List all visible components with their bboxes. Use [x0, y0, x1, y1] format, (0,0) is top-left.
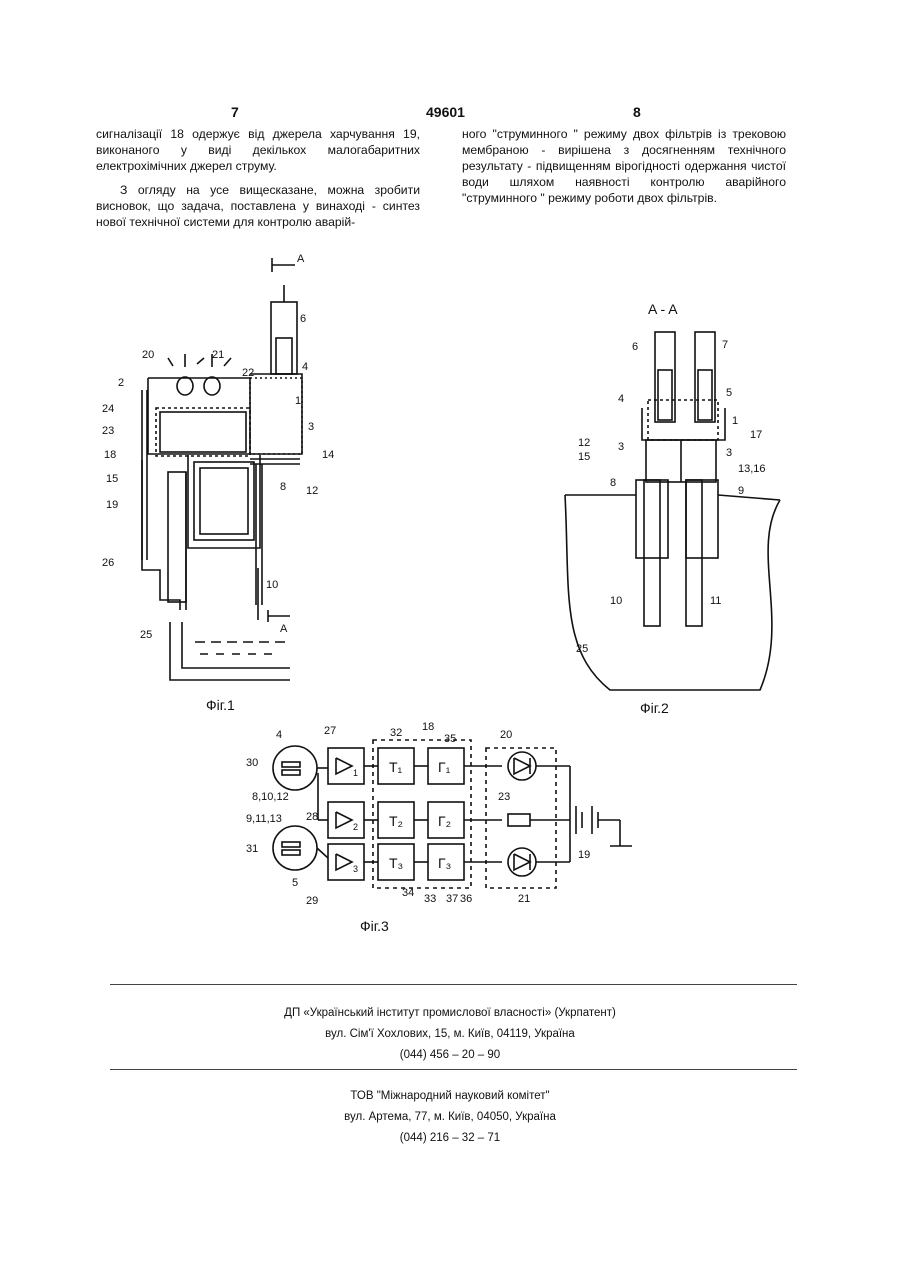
fig3-label: 9,11,13 — [246, 813, 282, 825]
fig1-label: 23 — [102, 425, 114, 437]
timer-label: T₂ — [389, 813, 403, 829]
fig3-label: 36 — [460, 893, 472, 905]
figure-3-caption: Фіг.3 — [360, 918, 389, 934]
fig2-label: 3 — [618, 441, 624, 453]
fig3-label: 19 — [578, 849, 590, 861]
fig2-label: 12 — [578, 437, 590, 449]
fig1-label: 26 — [102, 557, 114, 569]
amp-label: 2 — [353, 822, 358, 832]
section-title: A - A — [648, 301, 678, 317]
fig1-label: 3 — [308, 421, 314, 433]
fig1-label: 2 — [118, 377, 124, 389]
fig2-label: 15 — [578, 451, 590, 463]
amp-label: 3 — [353, 864, 358, 874]
text-column-right: ного "струминного " режиму двох фільтрів… — [462, 126, 786, 206]
fig2-label: 10 — [610, 595, 622, 607]
fig1-label: 14 — [322, 449, 334, 461]
fig2-label: 8 — [610, 477, 616, 489]
fig2-label: 3 — [726, 447, 732, 459]
fig1-label: 21 — [212, 349, 224, 361]
paragraph: З огляду на усе вищесказане, можна зроби… — [96, 182, 420, 230]
fig1-label: 18 — [104, 449, 116, 461]
fig1-label: 15 — [106, 473, 118, 485]
figure-1-drawing: A 6 20 21 22 2 1 4 24 23 3 18 14 15 12 8… — [90, 240, 350, 700]
fig3-label: 20 — [500, 729, 512, 741]
fig1-label: 19 — [106, 499, 118, 511]
publisher-block-2: ТОВ "Міжнародний науковий комітет" вул. … — [0, 1086, 900, 1149]
fig3-label: 21 — [518, 893, 530, 905]
fig3-label: 27 — [324, 725, 336, 737]
fig2-label: 7 — [722, 339, 728, 351]
publisher-name: ДП «Український інститут промислової вла… — [0, 1003, 900, 1024]
fig3-label: 29 — [306, 895, 318, 907]
printer-phone: (044) 216 – 32 – 71 — [0, 1128, 900, 1149]
generator-label: Г₂ — [438, 813, 451, 829]
fig1-label: 10 — [266, 579, 278, 591]
fig1-label: 8 — [280, 481, 286, 493]
fig2-label: 11 — [710, 595, 721, 607]
generator-label: Г₁ — [438, 759, 451, 775]
publisher-address: вул. Сім'ї Хохлових, 15, м. Київ, 04119,… — [0, 1024, 900, 1045]
page-number-right: 8 — [633, 104, 641, 120]
fig3-label: 23 — [498, 791, 510, 803]
fig3-label: 4 — [276, 729, 282, 741]
fig1-label: 24 — [102, 403, 114, 415]
fig2-label: 1 — [732, 415, 738, 427]
fig1-label: 22 — [242, 367, 254, 379]
divider — [110, 984, 797, 985]
fig3-label: 8,10,12 — [252, 791, 289, 803]
fig3-label: 28 — [306, 811, 318, 823]
fig3-label: 31 — [246, 843, 258, 855]
text-column-left: сигналізації 18 одержує від джерела харч… — [96, 126, 420, 230]
fig1-label: 25 — [140, 629, 152, 641]
fig3-label: 30 — [246, 757, 258, 769]
fig3-label: 18 — [422, 721, 434, 733]
paragraph: ного "струминного " режиму двох фільтрів… — [462, 126, 786, 206]
fig3-label: 33 — [424, 893, 436, 905]
timer-label: T₁ — [389, 759, 403, 775]
fig1-label: 20 — [142, 349, 154, 361]
divider — [110, 1069, 797, 1070]
figure-2-drawing: A - A 6 7 4 5 1 17 12 15 3 3 13,16 8 9 1… — [560, 290, 790, 700]
fig2-label: 6 — [632, 341, 638, 353]
fig3-label: 32 — [390, 727, 402, 739]
publisher-phone: (044) 456 – 20 – 90 — [0, 1045, 900, 1066]
figure-1-caption: Фіг.1 — [206, 697, 235, 713]
printer-address: вул. Артема, 77, м. Київ, 04050, Україна — [0, 1107, 900, 1128]
fig2-label: 9 — [738, 485, 744, 497]
fig3-label: 34 — [402, 887, 414, 899]
section-mark: A — [297, 253, 305, 265]
fig2-label: 13,16 — [738, 463, 766, 475]
fig1-label: 1 — [295, 395, 301, 407]
fig3-label: 37 — [446, 893, 458, 905]
fig2-label: 17 — [750, 429, 762, 441]
fig3-label: 35 — [444, 733, 456, 745]
fig2-label: 25 — [576, 643, 588, 655]
figure-3-drawing: 4 27 32 18 35 20 30 8,10,12 28 23 9,11,1… — [240, 718, 660, 918]
paragraph: сигналізації 18 одержує від джерела харч… — [96, 126, 420, 174]
page-number-left: 7 — [231, 104, 239, 120]
fig1-label: 6 — [300, 313, 306, 325]
fig3-label: 5 — [292, 877, 298, 889]
printer-name: ТОВ "Міжнародний науковий комітет" — [0, 1086, 900, 1107]
figure-2-caption: Фіг.2 — [640, 700, 669, 716]
publisher-block-1: ДП «Український інститут промислової вла… — [0, 1003, 900, 1066]
fig2-label: 5 — [726, 387, 732, 399]
fig2-label: 4 — [618, 393, 624, 405]
fig1-label: 12 — [306, 485, 318, 497]
timer-label: T₃ — [389, 855, 403, 871]
fig1-label: 4 — [302, 361, 308, 373]
generator-label: Г₃ — [438, 855, 451, 871]
patent-number: 49601 — [426, 104, 465, 120]
section-mark: A — [280, 623, 288, 635]
amp-label: 1 — [353, 768, 358, 778]
